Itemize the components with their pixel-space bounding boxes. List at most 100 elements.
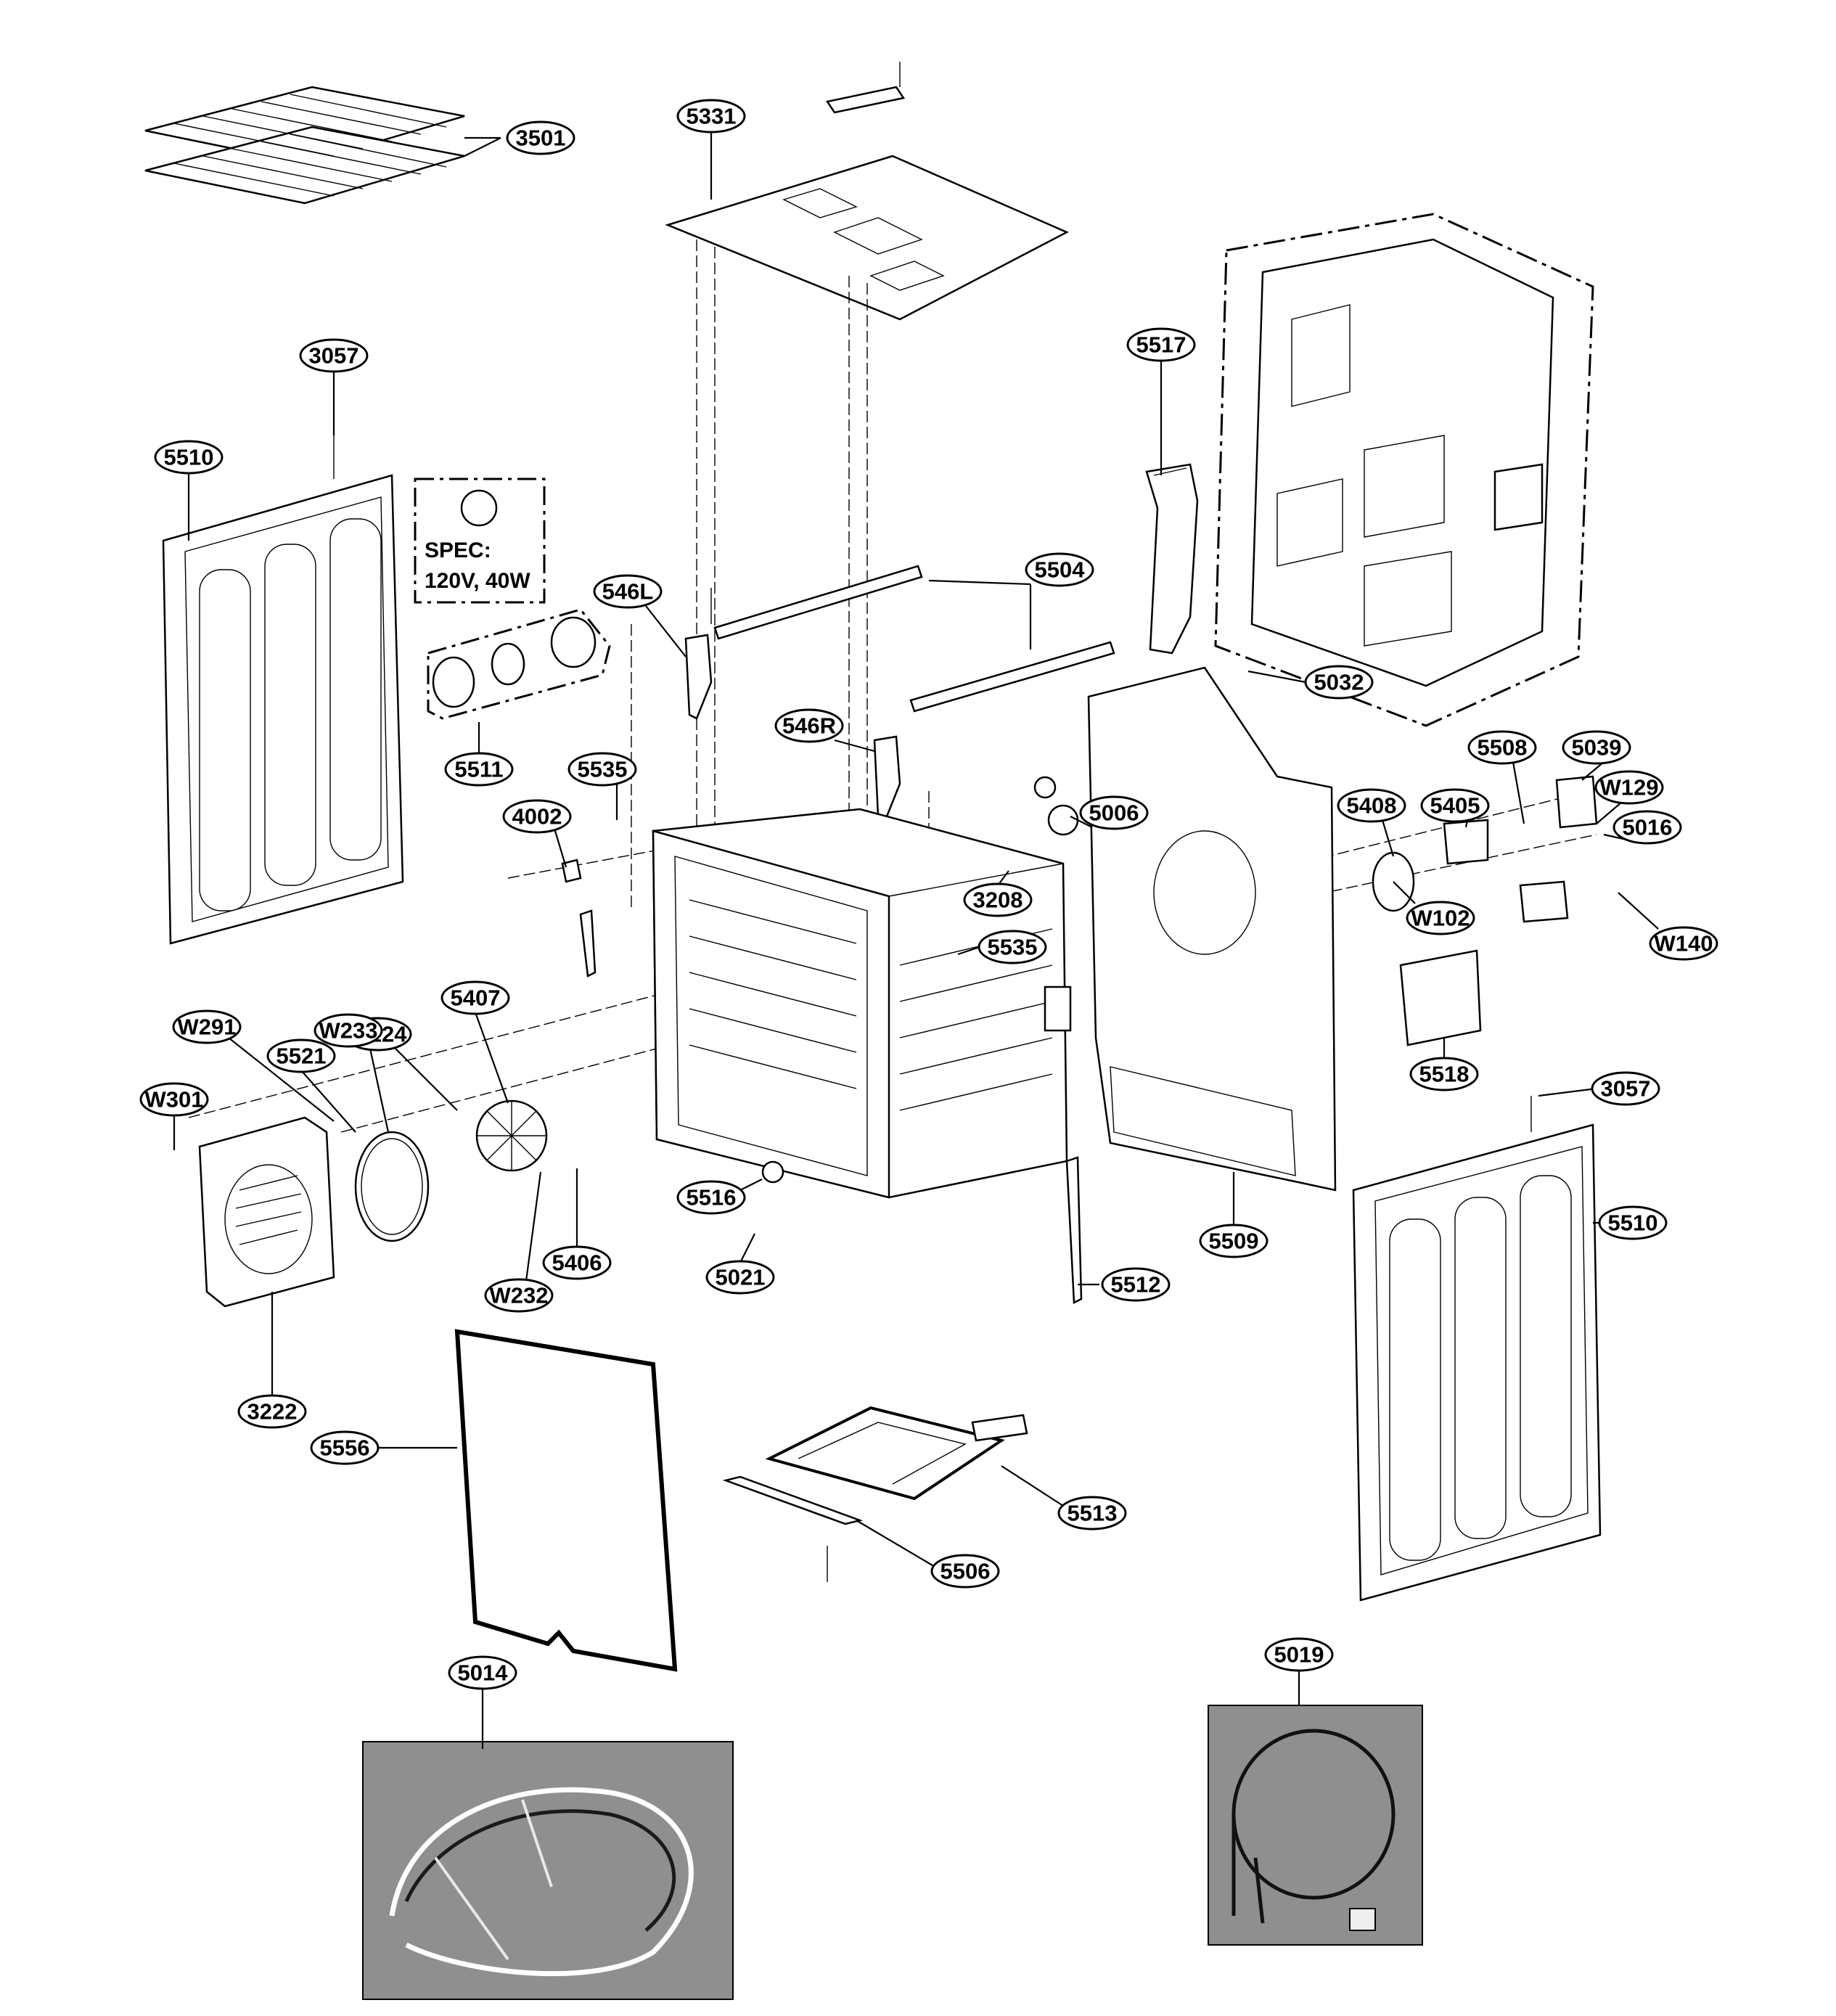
callout-label: 5032 [1314, 670, 1364, 695]
callout-oval [448, 1655, 517, 1690]
callout-W291: W291 [172, 1009, 242, 1044]
callout-oval [1057, 1496, 1127, 1531]
callout-label: 5408 [1347, 793, 1397, 819]
callout-oval [1598, 1205, 1668, 1240]
callout-label: 5556 [320, 1435, 370, 1461]
callout-5406: 5406 [542, 1245, 612, 1280]
hinge-546L [684, 634, 713, 720]
callout-5331: 5331 [676, 99, 746, 134]
callout-label: W301 [145, 1087, 204, 1113]
callout-oval [593, 574, 663, 609]
callout-label: 5508 [1478, 735, 1528, 761]
callout-4002: 4002 [502, 799, 572, 834]
callout-oval [444, 752, 514, 787]
callout-oval [676, 99, 746, 134]
callout-oval [963, 882, 1033, 917]
callout-5556: 5556 [310, 1430, 380, 1465]
callout-oval [484, 1278, 554, 1313]
callout-label: W129 [1600, 775, 1659, 800]
callout-label: 5019 [1274, 1642, 1324, 1668]
callout-oval [506, 120, 575, 155]
callout-3222: 3222 [237, 1394, 307, 1429]
shield-5506 [722, 1475, 864, 1582]
lamp-assembly-5511 [427, 608, 611, 720]
callout-label: 5512 [1111, 1272, 1161, 1298]
callout-label: W102 [1411, 906, 1470, 931]
callout-label: 5014 [458, 1660, 509, 1686]
callout-oval [1591, 1071, 1660, 1106]
callout-label: 5511 [454, 757, 503, 782]
callout-oval [237, 1394, 307, 1429]
callout-5509: 5509 [1199, 1224, 1269, 1258]
door-gasket-5556 [454, 1329, 678, 1672]
callout-5518: 5518 [1409, 1057, 1479, 1091]
callout-label: 3208 [973, 888, 1023, 913]
callout-oval [266, 1038, 336, 1073]
callout-label: 3222 [247, 1399, 298, 1425]
callout-5016: 5016 [1612, 810, 1682, 845]
callout-oval [139, 1082, 209, 1117]
callout-label: 5504 [1035, 557, 1086, 583]
callout-label: 5407 [451, 986, 501, 1011]
callout-5535-top: 5535 [567, 752, 637, 787]
callout-label: 5039 [1572, 735, 1622, 761]
callout-label: 5516 [687, 1185, 737, 1210]
bake-element-5513 [765, 1406, 1028, 1501]
callout-label: 546R [782, 713, 836, 739]
callout-oval [1562, 730, 1631, 765]
callout-5517: 5517 [1126, 327, 1196, 362]
callout-5510-left: 5510 [154, 440, 224, 475]
oven-cavity [652, 808, 1072, 1199]
callout-label: 5016 [1623, 815, 1673, 840]
callout-3057-top: 3057 [299, 338, 369, 373]
convection-cover-3222 [198, 1116, 335, 1308]
callout-oval [1467, 730, 1537, 765]
callout-oval [1649, 926, 1718, 961]
callout-5513: 5513 [1057, 1496, 1127, 1531]
callout-label: W140 [1655, 931, 1713, 956]
callout-oval [1101, 1267, 1171, 1302]
callout-label: 5510 [164, 445, 214, 470]
callout-label: 5535 [988, 935, 1038, 960]
callout-label: W233 [319, 1018, 378, 1044]
callout-5512: 5512 [1101, 1267, 1171, 1302]
callout-W140: W140 [1649, 926, 1718, 961]
callout-5006: 5006 [1079, 795, 1149, 830]
lamp-spec-box: SPEC: 120V, 40W [414, 478, 546, 604]
callout-oval [1264, 1637, 1334, 1672]
callout-label: 5510 [1608, 1210, 1658, 1236]
callout-5508: 5508 [1467, 730, 1537, 765]
callout-5408: 5408 [1337, 788, 1406, 823]
callout-oval [299, 338, 369, 373]
callout-oval [567, 752, 637, 787]
callout-label: 5509 [1209, 1229, 1259, 1254]
callout-oval [440, 980, 510, 1015]
back-panel [1214, 213, 1594, 727]
callout-label: 5405 [1430, 793, 1480, 819]
callout-5506: 5506 [930, 1554, 1000, 1589]
callout-5405: 5405 [1420, 788, 1490, 823]
callout-5014: 5014 [448, 1655, 517, 1690]
callout-label: W291 [178, 1015, 237, 1040]
callout-label: 3057 [1601, 1076, 1651, 1102]
callout-label: 5535 [578, 757, 628, 782]
side-panel-right-5510 [1352, 1096, 1602, 1602]
callout-oval [1079, 795, 1149, 830]
spec-line-2: 120V, 40W [425, 569, 530, 593]
callout-oval [154, 440, 224, 475]
callout-label: 5006 [1089, 800, 1139, 826]
top-cover-5331 [665, 62, 1069, 321]
callout-W102: W102 [1406, 901, 1475, 935]
callout-5535-mid: 5535 [978, 930, 1047, 964]
convection-element-5521 [354, 1131, 430, 1242]
callout-oval [1409, 1057, 1479, 1091]
leader-lines [173, 131, 1659, 1749]
callout-oval [313, 1013, 383, 1048]
side-panel-left-5510 [162, 432, 404, 945]
callout-5510-right: 5510 [1598, 1205, 1668, 1240]
callout-W301: W301 [139, 1082, 209, 1117]
callout-label: 5331 [687, 104, 737, 129]
callout-label: 5517 [1136, 332, 1187, 358]
callout-label: 3501 [516, 126, 566, 151]
